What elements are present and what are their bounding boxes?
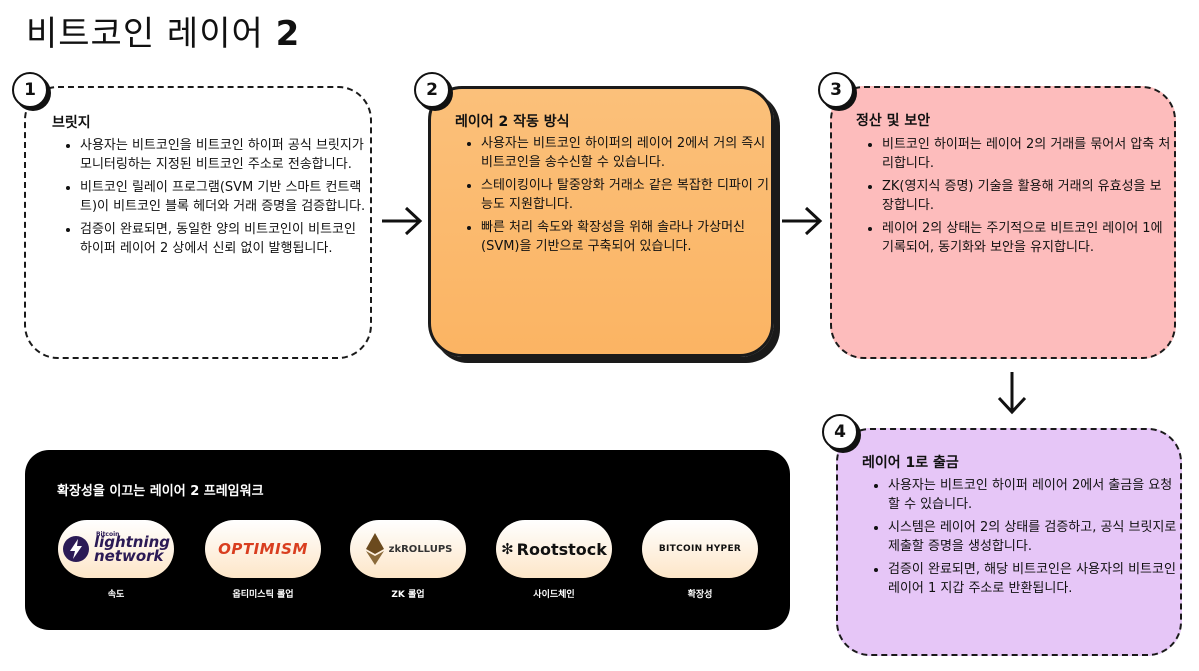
card-settlement-heading: 정산 및 보안 bbox=[856, 113, 931, 129]
list-item: 검증이 완료되면, 동일한 양의 비트코인이 비트코인 하이퍼 레이어 2 상에… bbox=[80, 220, 370, 258]
lightning-network-logo: Bitcoin lightning network bbox=[58, 520, 174, 578]
list-item: 시스템은 레이어 2의 상태를 검증하고, 공식 브릿지로 제출할 증명을 생성… bbox=[888, 518, 1178, 556]
frameworks-title-a: 확장성을 이끄는 레이어 bbox=[57, 484, 186, 499]
card-how-heading-num: 2 bbox=[498, 114, 509, 130]
arrow-right-icon bbox=[782, 206, 823, 236]
framework-label-sidechain: 사이드체인 bbox=[533, 590, 575, 600]
list-item: 사용자는 비트코인을 비트코인 하이퍼 공식 브릿지가 모니터링하는 지정된 비… bbox=[80, 136, 370, 174]
step-badge-2: 2 bbox=[414, 72, 450, 108]
card-bridge: 브릿지 사용자는 비트코인을 비트코인 하이퍼 공식 브릿지가 모니터링하는 지… bbox=[24, 86, 372, 359]
framework-label-scalability: 확장성 bbox=[687, 590, 713, 600]
rootstock-logo-text: Rootstock bbox=[516, 539, 607, 559]
arrow-right-icon bbox=[382, 206, 423, 236]
list-item: ZK(영지식 증명) 기술을 활용해 거래의 유효성을 보장합니다. bbox=[882, 177, 1172, 215]
card-how-heading-b: 작동 방식 bbox=[513, 114, 570, 130]
bitcoin-hyper-logo: BITCOIN HYPER bbox=[642, 520, 758, 578]
arrow-down-icon bbox=[997, 372, 1027, 415]
zk-rollups-logo: zkROLLUPS bbox=[350, 520, 466, 578]
list-item: 사용자는 비트코인 하이퍼의 레이어 2에서 거의 즉시 비트코인을 송수신할 … bbox=[481, 134, 773, 172]
list-item: 레이어 2의 상태는 주기적으로 비트코인 레이어 1에 기록되어, 동기화와 … bbox=[882, 219, 1172, 257]
card-withdraw-heading: 레이어 1로 출금 bbox=[862, 452, 959, 472]
page-title-number: 2 bbox=[275, 14, 301, 54]
list-item: 사용자는 비트코인 하이퍼 레이어 2에서 출금을 요청할 수 있습니다. bbox=[888, 476, 1178, 514]
card-bridge-heading: 브릿지 bbox=[52, 115, 91, 131]
card-how-heading-a: 레이어 bbox=[455, 114, 494, 130]
list-item: 비트코인 하이퍼는 레이어 2의 거래를 묶어서 압축 처리합니다. bbox=[882, 135, 1172, 173]
bitcoin-hyper-logo-text: BITCOIN HYPER bbox=[658, 544, 742, 554]
card-how-heading: 레이어 2 작동 방식 bbox=[455, 111, 570, 131]
card-bridge-list: 사용자는 비트코인을 비트코인 하이퍼 공식 브릿지가 모니터링하는 지정된 비… bbox=[60, 136, 370, 262]
optimism-logo-text: OPTIMISM bbox=[218, 540, 308, 558]
card-withdraw-list: 사용자는 비트코인 하이퍼 레이어 2에서 출금을 요청할 수 있습니다. 시스… bbox=[868, 476, 1178, 602]
framework-label-speed: 속도 bbox=[107, 590, 125, 600]
card-withdraw-heading-b: 로 출금 bbox=[915, 455, 959, 471]
page-title-text: 비트코인 레이어 bbox=[26, 14, 264, 54]
list-item: 빠른 처리 속도와 확장성을 위해 솔라나 가상머신(SVM)을 기반으로 구축… bbox=[481, 218, 773, 256]
lightning-icon bbox=[62, 536, 89, 562]
step-badge-3: 3 bbox=[818, 72, 854, 108]
frameworks-panel: 확장성을 이끄는 레이어 2 프레임워크 Bitcoin lightning n… bbox=[25, 450, 790, 630]
page-title: 비트코인 레이어 2 bbox=[26, 6, 300, 55]
step-badge-4: 4 bbox=[822, 414, 858, 450]
card-withdraw-heading-num: 1 bbox=[905, 455, 916, 471]
card-withdraw-heading-a: 레이어 bbox=[862, 455, 901, 471]
lightning-logo-top: lightning bbox=[93, 533, 171, 551]
card-how-list: 사용자는 비트코인 하이퍼의 레이어 2에서 거의 즉시 비트코인을 송수신할 … bbox=[461, 134, 773, 260]
list-item: 비트코인 릴레이 프로그램(SVM 기반 스마트 컨트랙트)이 비트코인 블록 … bbox=[80, 178, 370, 216]
ethereum-icon bbox=[365, 533, 384, 565]
card-settlement-list: 비트코인 하이퍼는 레이어 2의 거래를 묶어서 압축 처리합니다. ZK(영지… bbox=[862, 135, 1172, 261]
frameworks-title: 확장성을 이끄는 레이어 2 프레임워크 bbox=[57, 480, 264, 499]
rootstock-logo: ✻ Rootstock bbox=[496, 520, 612, 578]
list-item: 검증이 완료되면, 해당 비트코인은 사용자의 비트코인 레이어 1 지갑 주소… bbox=[888, 560, 1178, 598]
lightning-logo-small: Bitcoin bbox=[95, 531, 120, 538]
lightning-logo-bottom: network bbox=[93, 547, 164, 565]
framework-label-optimistic: 옵티미스틱 롤업 bbox=[232, 590, 294, 600]
frameworks-title-num: 2 bbox=[190, 484, 200, 499]
list-item: 스테이킹이나 탈중앙화 거래소 같은 복잡한 디파이 기능도 지원합니다. bbox=[481, 176, 773, 214]
card-withdraw: 레이어 1로 출금 사용자는 비트코인 하이퍼 레이어 2에서 출금을 요청할 … bbox=[836, 428, 1182, 656]
optimism-logo: OPTIMISM bbox=[205, 520, 321, 578]
zk-rollups-logo-text: zkROLLUPS bbox=[388, 543, 453, 555]
step-badge-1: 1 bbox=[12, 72, 48, 108]
card-settlement-security: 정산 및 보안 비트코인 하이퍼는 레이어 2의 거래를 묶어서 압축 처리합니… bbox=[830, 86, 1176, 359]
framework-label-zk: ZK 롤업 bbox=[391, 590, 425, 600]
frameworks-title-b: 프레임워크 bbox=[203, 484, 264, 499]
rootstock-icon: ✻ bbox=[501, 540, 514, 558]
card-how-it-works: 레이어 2 작동 방식 사용자는 비트코인 하이퍼의 레이어 2에서 거의 즉시… bbox=[428, 86, 774, 357]
